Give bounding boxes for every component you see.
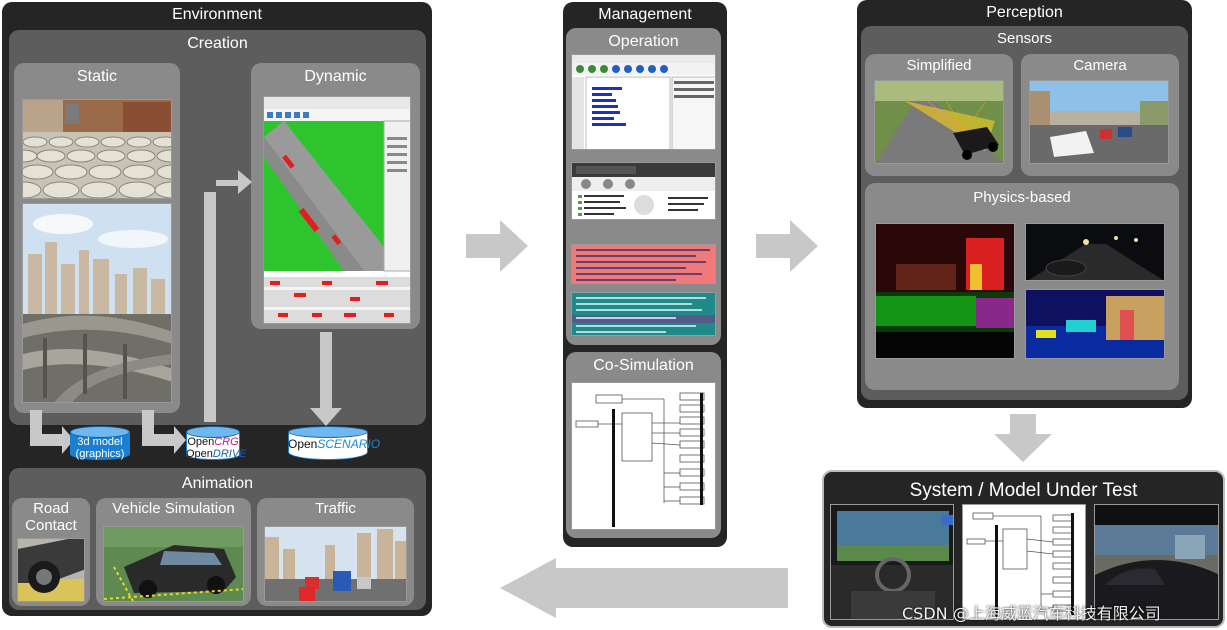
sut-title: System / Model Under Test <box>909 480 1138 501</box>
csdn-watermark: CSDN @上海威蓝汽车科技有限公司 <box>902 604 1161 623</box>
sensors-title: Sensors <box>996 30 1053 47</box>
operation-panel: Operation <box>566 28 721 345</box>
simplified-panel: Simplified <box>865 54 1013 176</box>
opencrg-prefix: Open <box>187 436 215 448</box>
camera-panel: Camera <box>1021 54 1179 176</box>
road-contact-line2: Contact <box>25 517 77 534</box>
camera-sensor-image <box>1029 80 1169 164</box>
traffic-panel: Traffic <box>257 498 414 606</box>
cosimulation-panel: Co-Simulation <box>566 352 721 538</box>
depth-map-image <box>1025 289 1165 359</box>
cosimulation-block-diagram <box>571 382 716 530</box>
openscenario-suffix: SCENARIO <box>317 437 381 451</box>
dynamic-title: Dynamic <box>304 68 367 85</box>
3d-model-label-line2: (graphics) <box>75 448 125 460</box>
sut-panel: System / Model Under Test <box>822 470 1225 628</box>
openscenario-database: OpenSCENARIO <box>288 426 380 460</box>
creation-title: Creation <box>187 35 248 52</box>
static-panel: Static <box>14 63 180 413</box>
management-panel: Management Operation <box>563 2 727 547</box>
road-contact-title: Road Contact <box>12 500 90 534</box>
cosimulation-title: Co-Simulation <box>593 357 694 374</box>
vehicle-simulation-image <box>103 526 244 602</box>
driving-simulator-image <box>830 504 954 620</box>
night-camera-image <box>1025 223 1165 281</box>
physics-based-panel: Physics-based <box>865 183 1179 390</box>
perception-title: Perception <box>986 4 1063 21</box>
opencrg-opendrive-database: OpenCRG OpenDRIVE <box>186 426 247 460</box>
dynamic-panel: Dynamic <box>251 63 420 329</box>
management-to-perception-arrow <box>756 220 818 272</box>
sut-to-environment-arrow <box>500 558 788 618</box>
animation-title: Animation <box>181 475 254 492</box>
perception-panel: Perception Sensors Simplified <box>857 0 1192 408</box>
environment-panel: Environment Creation Static <box>2 2 432 616</box>
3d-model-label-line1: 3d model <box>77 436 123 448</box>
opendrive-suffix: DRIVE <box>212 448 247 460</box>
simplified-title: Simplified <box>906 57 972 74</box>
vehicle-simulation-title: Vehicle Simulation <box>112 500 235 517</box>
perception-to-sut-arrow <box>994 414 1052 462</box>
operation-gui-screenshot <box>571 54 716 150</box>
highway-image <box>22 203 172 403</box>
operation-title: Operation <box>608 33 679 50</box>
traffic-title: Traffic <box>315 500 356 517</box>
static-title: Static <box>76 68 117 85</box>
management-title: Management <box>598 6 692 23</box>
traffic-editor-screenshot <box>263 96 411 324</box>
camera-title: Camera <box>1073 57 1127 74</box>
animation-panel: Animation Road Contact Vehicle Simulatio… <box>9 468 426 610</box>
sut-block-diagram <box>962 504 1086 620</box>
cockpit-view-image <box>1094 504 1219 620</box>
static-to-model-arrow <box>30 170 342 454</box>
opendrive-prefix: Open <box>186 448 213 460</box>
environment-to-management-arrow <box>466 220 528 272</box>
simplified-sensor-image <box>874 80 1004 164</box>
sensors-panel: Sensors Simplified Camera <box>861 26 1188 400</box>
log-console-red <box>571 244 716 284</box>
3d-model-database: 3d model(graphics) <box>70 426 130 460</box>
environment-title: Environment <box>172 6 262 23</box>
vehicle-simulation-panel: Vehicle Simulation <box>96 498 251 606</box>
cobblestone-image <box>22 99 172 199</box>
road-contact-image <box>17 538 85 602</box>
physics-based-title: Physics-based <box>973 189 1071 206</box>
simulation-control-screenshot <box>571 162 716 220</box>
road-contact-line1: Road <box>33 500 69 517</box>
traffic-image <box>264 526 407 602</box>
creation-panel: Creation Static <box>9 30 426 425</box>
road-contact-panel: Road Contact <box>12 498 90 606</box>
opencrg-suffix: CRG <box>214 436 239 448</box>
lidar-pointcloud-image <box>875 223 1015 359</box>
log-console-teal <box>571 292 716 336</box>
openscenario-prefix: Open <box>288 437 318 451</box>
